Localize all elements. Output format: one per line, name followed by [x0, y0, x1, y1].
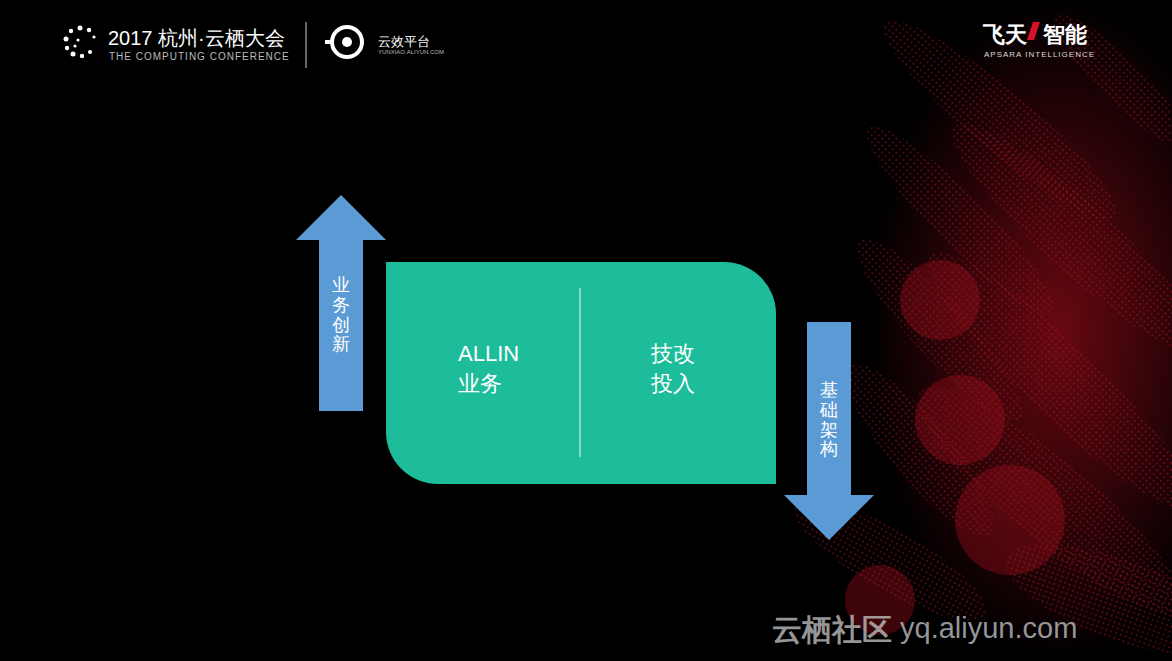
- process-box: ALLIN 业务 技改 投入: [386, 262, 776, 484]
- watermark: 云栖社区: [772, 610, 892, 651]
- down-arrow: 基础架构: [784, 322, 874, 540]
- conference-subtitle: THE COMPUTING CONFERENCE: [109, 51, 290, 62]
- logo-slash: [1027, 22, 1040, 40]
- process-box-shape: [386, 262, 776, 484]
- watermark: yq.aliyun.com: [900, 612, 1077, 645]
- section-text: 技改 投入: [651, 339, 703, 398]
- section-text: ALLIN 业务: [458, 339, 540, 398]
- brand-subtitle: APSARA INTELLIGENCE: [984, 50, 1095, 59]
- conference-title: 2017 杭州·云栖大会: [108, 25, 285, 52]
- conference-logo: [64, 26, 96, 59]
- up-arrow: 业务创新: [296, 195, 386, 411]
- platform-name: 云效平台: [378, 33, 430, 51]
- brand-name: 飞天: [983, 20, 1027, 50]
- arrow-label: 业务创新: [332, 276, 350, 355]
- particle-art: [780, 0, 1172, 661]
- arrow-label: 基础架构: [820, 381, 838, 460]
- section-divider: [580, 288, 581, 457]
- header-divider: [306, 22, 307, 68]
- platform-url: YUNXIAO.ALIYUN.COM: [378, 49, 444, 55]
- cloud-logo: [325, 27, 362, 57]
- brand-name: 智能: [1043, 20, 1087, 50]
